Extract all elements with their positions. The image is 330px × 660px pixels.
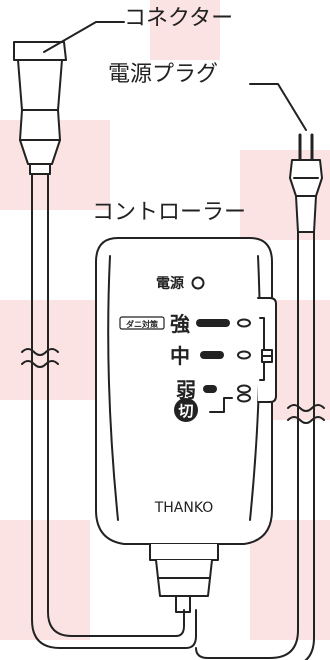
led-weak-2	[237, 393, 251, 403]
bar-medium	[200, 351, 224, 359]
led-strong	[237, 318, 251, 328]
mite-badge-text: ダニ対策	[126, 319, 159, 329]
power-plug	[289, 133, 323, 233]
connector	[13, 41, 67, 175]
plug-pointer	[249, 83, 307, 131]
led-medium	[237, 350, 251, 360]
level-bars	[196, 319, 230, 393]
power-indicator-led	[191, 276, 205, 290]
brand-logo: THANKO	[154, 500, 214, 516]
mite-badge-box	[119, 316, 165, 330]
right-cord	[195, 231, 325, 660]
off-marker	[209, 397, 233, 413]
label-medium: 中	[170, 344, 190, 368]
led-weak-1	[237, 384, 251, 394]
controller-body	[95, 237, 277, 613]
label-off: 切	[178, 402, 193, 420]
connector-pointer	[43, 21, 125, 53]
left-cord	[21, 173, 197, 649]
connector-label: コネクター	[124, 6, 234, 31]
power-label: 電源	[156, 275, 184, 292]
bar-strong	[196, 319, 230, 327]
label-strong: 強	[170, 312, 190, 336]
power-plug-label: 電源プラグ	[108, 62, 219, 87]
label-weak: 弱	[176, 378, 196, 402]
bar-weak	[203, 385, 217, 393]
off-circle	[174, 398, 198, 422]
controller-label: コントローラー	[92, 200, 247, 225]
